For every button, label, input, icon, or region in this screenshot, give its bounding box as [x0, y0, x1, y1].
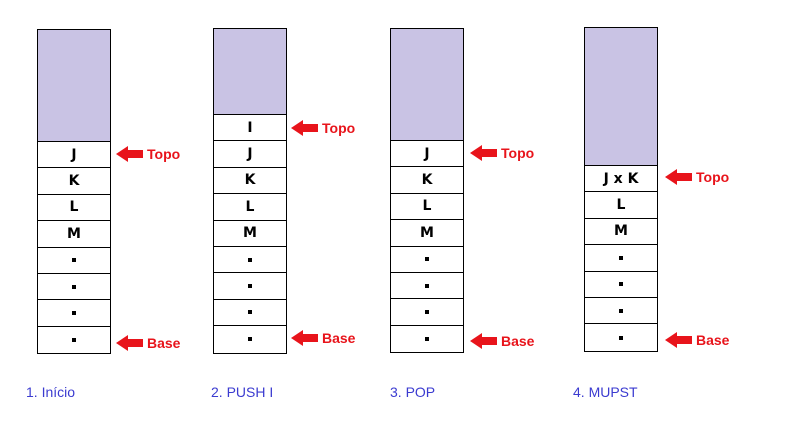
stack-cell: J [38, 142, 110, 169]
arrow-left-icon [116, 146, 128, 162]
stack-cell-dot [38, 274, 110, 301]
stack-cell-dot [585, 272, 657, 298]
base-label: Base [322, 330, 356, 346]
step-caption: 3. POP [390, 384, 436, 400]
base-pointer: Base [470, 331, 534, 351]
step-caption: 2. PUSH I [211, 384, 274, 400]
stack-cell: L [214, 194, 286, 221]
top-pointer: Topo [291, 118, 355, 138]
arrow-left-icon [665, 169, 677, 185]
stack-cell: K [38, 168, 110, 195]
stack-cell: K [214, 168, 286, 195]
stack-cell-dot [214, 247, 286, 274]
stack-cell-dot [585, 245, 657, 272]
stack-2: I J K L M [213, 28, 287, 354]
stack-cell-dot [214, 273, 286, 300]
stack-cell: I [214, 115, 286, 142]
stack-empty-space [214, 29, 286, 115]
arrow-left-icon [291, 330, 303, 346]
base-label: Base [696, 332, 730, 348]
top-label: Topo [322, 120, 356, 136]
stack-cell: J [391, 141, 463, 168]
stack-cell-dot [38, 300, 110, 327]
arrow-left-icon [470, 333, 482, 349]
top-label: Topo [501, 145, 535, 161]
arrow-left-icon [116, 335, 128, 351]
top-label: Topo [696, 169, 730, 185]
stack-cell: L [391, 194, 463, 221]
stack-1: J K L M [37, 29, 111, 354]
stack-cell-dot [38, 248, 110, 274]
stack-cell: M [38, 221, 110, 248]
top-label: Topo [147, 146, 181, 162]
stack-cell: M [214, 221, 286, 247]
stack-cell-dot [391, 247, 463, 273]
arrow-left-icon [665, 332, 677, 348]
stack-4: J x K L M [584, 27, 658, 352]
stack-cell-dot [38, 327, 110, 353]
base-label: Base [147, 335, 181, 351]
stack-cell-dot [585, 298, 657, 325]
stack-cell: M [391, 220, 463, 247]
stack-cell: K [391, 167, 463, 194]
stack-cell: M [585, 219, 657, 246]
stack-cell-dot [214, 300, 286, 327]
stack-3: J K L M [390, 28, 464, 353]
stack-cell-dot [391, 326, 463, 352]
arrow-left-icon [470, 145, 482, 161]
top-pointer: Topo [116, 144, 180, 164]
stack-cell-dot [391, 299, 463, 326]
stack-empty-space [391, 29, 463, 141]
stack-empty-space [585, 28, 657, 166]
top-pointer: Topo [470, 143, 534, 163]
base-pointer: Base [116, 333, 180, 353]
step-caption: 4. MUPST [573, 384, 638, 400]
stack-cell-dot [391, 273, 463, 300]
base-pointer: Base [291, 328, 355, 348]
stack-cell: L [38, 195, 110, 222]
stack-empty-space [38, 30, 110, 142]
top-pointer: Topo [665, 167, 729, 187]
step-caption: 1. Início [26, 384, 76, 400]
base-label: Base [501, 333, 535, 349]
stack-cell: J x K [585, 166, 657, 193]
stack-cell-dot [214, 326, 286, 352]
stack-cell: J [214, 141, 286, 168]
base-pointer: Base [665, 330, 729, 350]
arrow-left-icon [291, 120, 303, 136]
stack-cell: L [585, 192, 657, 219]
stack-cell-dot [585, 324, 657, 350]
